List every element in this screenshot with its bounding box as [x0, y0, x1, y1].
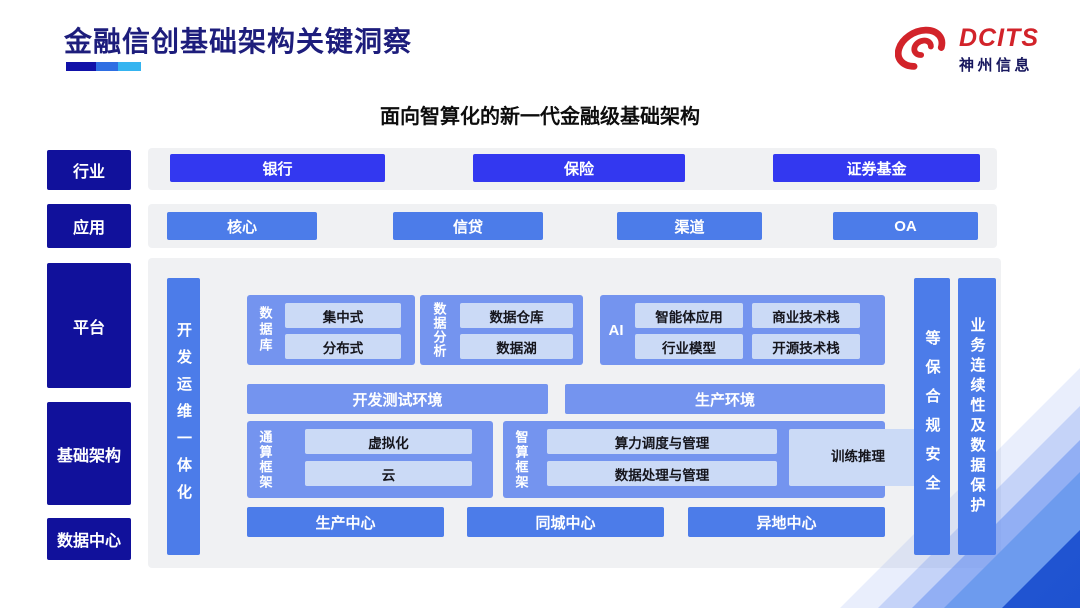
- application-item-channel: 渠道: [617, 212, 762, 240]
- industry-item-bank: 银行: [170, 154, 385, 182]
- row-label-datacenter: 数据中心: [47, 518, 131, 560]
- industry-item-securities: 证券基金: [773, 154, 980, 182]
- diagram-title: 面向智算化的新一代金融级基础架构: [380, 106, 700, 128]
- database-item-centralized: 集中式: [285, 303, 401, 328]
- logo-company-text: 神州信息: [959, 57, 1034, 75]
- general-item-cloud: 云: [305, 461, 472, 486]
- ai-item-agent-apps: 智能体应用: [635, 303, 743, 328]
- general-item-virtualization: 虚拟化: [305, 429, 472, 454]
- center-samecity: 同城中心: [467, 507, 664, 537]
- underline-segment-mid: [96, 62, 118, 71]
- row-label-industry: 行业: [47, 150, 131, 190]
- group-ai: AI 智能体应用 商业技术栈 行业模型 开源技术栈: [600, 295, 885, 365]
- business-continuity-bar: 业务连续性及数据保护: [958, 278, 996, 555]
- intelligent-item-data-management: 数据处理与管理: [547, 461, 777, 486]
- dcits-swirl-icon: [894, 21, 953, 80]
- center-remote: 异地中心: [688, 507, 885, 537]
- analytics-item-warehouse: 数据仓库: [460, 303, 573, 328]
- underline-segment-light: [118, 62, 141, 71]
- group-analytics-label: 数据分析: [431, 302, 447, 358]
- ai-item-industry-models: 行业模型: [635, 334, 743, 359]
- application-item-core: 核心: [167, 212, 317, 240]
- group-ai-label: AI: [608, 321, 624, 339]
- center-production: 生产中心: [247, 507, 444, 537]
- application-item-credit: 信贷: [393, 212, 543, 240]
- env-bar-devtest: 开发测试环境: [247, 384, 548, 414]
- group-database: 数据库 集中式 分布式: [247, 295, 415, 365]
- intelligent-item-compute-scheduling: 算力调度与管理: [547, 429, 777, 454]
- group-intelligent-compute: 智算框架 算力调度与管理 数据处理与管理 训练推理: [503, 421, 927, 498]
- title-underline: [66, 62, 141, 71]
- intelligent-item-training-inference: 训练推理: [789, 429, 927, 486]
- group-database-label: 数据库: [257, 306, 273, 354]
- row-label-application: 应用: [47, 204, 131, 248]
- analytics-item-lake: 数据湖: [460, 334, 573, 359]
- group-analytics: 数据分析 数据仓库 数据湖: [420, 295, 583, 365]
- group-general-compute: 通算框架 虚拟化 云: [247, 421, 493, 498]
- security-compliance-bar: 等保合规安全: [914, 278, 950, 555]
- env-bar-production: 生产环境: [565, 384, 885, 414]
- group-general-compute-label: 通算框架: [257, 429, 273, 490]
- ai-item-commercial-stack: 商业技术栈: [752, 303, 860, 328]
- ai-item-opensource-stack: 开源技术栈: [752, 334, 860, 359]
- industry-item-insurance: 保险: [473, 154, 685, 182]
- page-title: 金融信创基础架构关键洞察: [64, 26, 413, 57]
- dcits-logo: DCITS 神州信息: [894, 18, 1055, 82]
- logo-brand-text: DCITS: [959, 23, 1039, 52]
- row-label-infrastructure: 基础架构: [47, 402, 131, 505]
- underline-segment-dark: [66, 62, 96, 71]
- devops-vertical-bar: 开发运维一体化: [167, 278, 200, 555]
- group-intelligent-compute-label: 智算框架: [513, 429, 529, 490]
- row-label-platform: 平台: [47, 263, 131, 388]
- application-item-oa: OA: [833, 212, 978, 240]
- database-item-distributed: 分布式: [285, 334, 401, 359]
